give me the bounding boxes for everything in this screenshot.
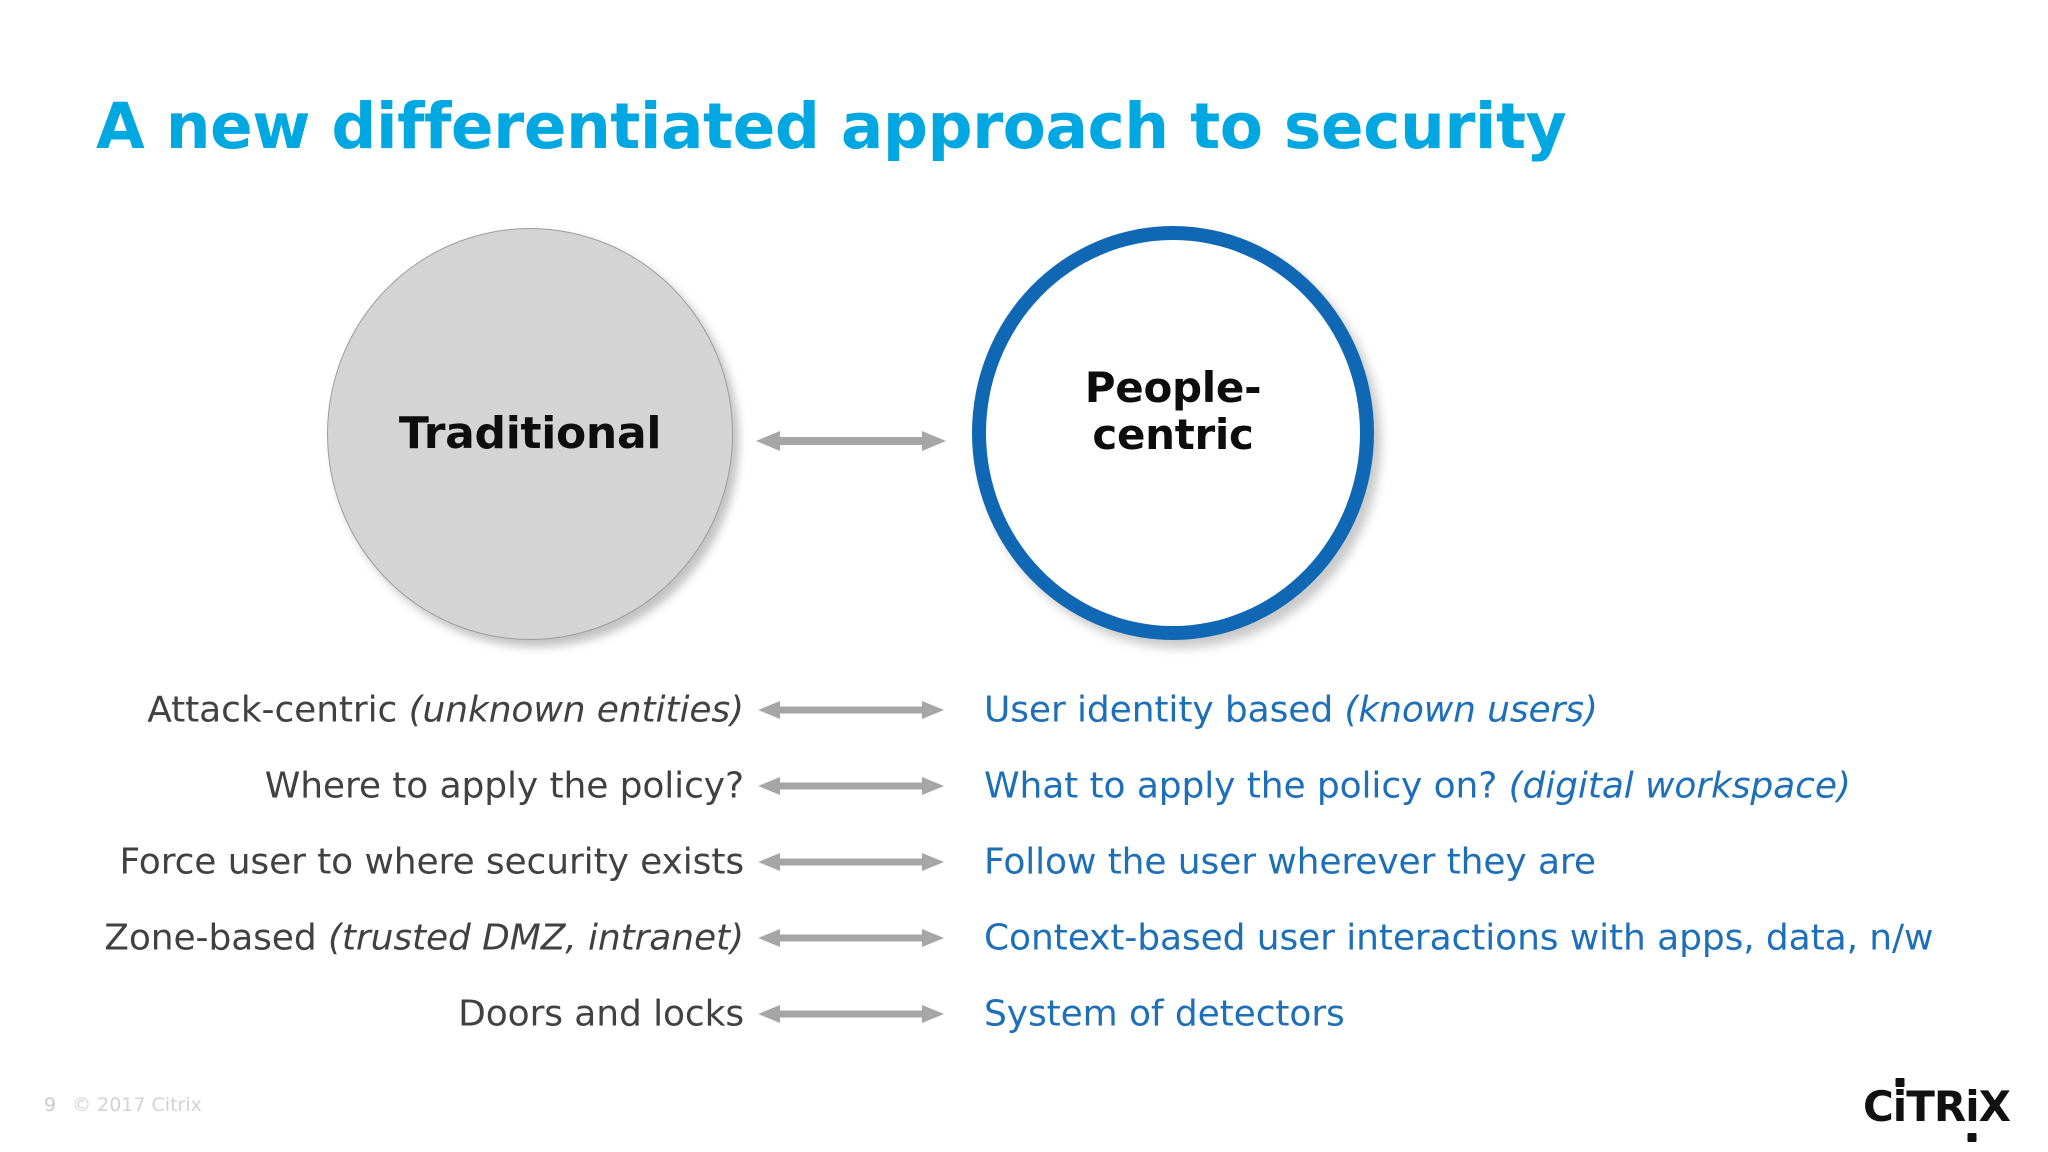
logo-letters-tr: TR — [1906, 1082, 1966, 1131]
row-left-plain: Where to apply the policy? — [264, 765, 744, 807]
double-headed-arrow-icon — [758, 700, 944, 720]
comparison-row-left: Attack-centric (unknown entities) — [147, 690, 744, 731]
people-centric-label-line2: centric — [1092, 410, 1254, 459]
comparison-list: Attack-centric (unknown entities) User i… — [0, 672, 2048, 1052]
page-number: 9 — [44, 1094, 57, 1116]
double-headed-arrow-icon — [758, 776, 944, 796]
comparison-row-right: What to apply the policy on? (digital wo… — [984, 766, 1851, 807]
row-right-italic: (digital workspace) — [1508, 765, 1851, 807]
logo-letter-c: C — [1862, 1082, 1894, 1131]
people-centric-circle-label: People- centric — [1084, 362, 1262, 459]
row-right-plain: Follow the user wherever they are — [984, 841, 1596, 883]
logo-letter-i-dot-down: i — [1965, 1082, 1979, 1131]
row-left-plain: Attack-centric — [147, 689, 409, 731]
comparison-row-right: Follow the user wherever they are — [984, 842, 1596, 883]
people-centric-circle: People- centric — [972, 226, 1374, 640]
page-title: A new differentiated approach to securit… — [96, 90, 1567, 163]
row-right-italic: (known users) — [1344, 689, 1598, 731]
row-left-italic: (unknown entities) — [408, 689, 745, 731]
logo-letter-i-dot-up: i — [1892, 1082, 1907, 1131]
comparison-row-right: System of detectors — [984, 994, 1345, 1035]
concept-diagram: Traditional People- centric — [327, 226, 1374, 640]
row-left-plain: Doors and locks — [458, 993, 744, 1035]
row-left-plain: Zone-based — [104, 917, 328, 959]
double-headed-arrow-icon — [758, 1004, 944, 1024]
traditional-circle: Traditional — [327, 228, 733, 640]
comparison-row-right: User identity based (known users) — [984, 690, 1598, 731]
row-left-italic: (trusted DMZ, intranet) — [327, 917, 744, 959]
row-left-plain: Force user to where security exists — [119, 841, 744, 883]
comparison-row-left: Doors and locks — [458, 994, 744, 1035]
traditional-circle-label: Traditional — [398, 408, 662, 460]
comparison-row: Force user to where security exists Foll… — [0, 824, 2048, 900]
comparison-row-right: Context-based user interactions with app… — [984, 918, 1933, 959]
comparison-row: Doors and locks System of detectors — [0, 976, 2048, 1052]
comparison-row: Zone-based (trusted DMZ, intranet) Conte… — [0, 900, 2048, 976]
row-right-plain: Context-based user interactions with app… — [984, 917, 1934, 959]
double-headed-arrow-icon — [758, 928, 944, 948]
slide-footer: 9 © 2017 Citrix — [44, 1094, 202, 1116]
comparison-row: Where to apply the policy? What to apply… — [0, 748, 2048, 824]
people-centric-label-line1: People- — [1084, 362, 1262, 412]
double-headed-arrow-icon — [758, 852, 944, 872]
comparison-row: Attack-centric (unknown entities) User i… — [0, 672, 2048, 748]
comparison-row-left: Where to apply the policy? — [265, 766, 744, 807]
row-right-plain: User identity based — [984, 689, 1345, 731]
row-right-plain: What to apply the policy on? — [984, 765, 1509, 807]
double-headed-arrow-icon — [756, 430, 946, 452]
comparison-row-left: Zone-based (trusted DMZ, intranet) — [104, 918, 744, 959]
copyright-text: © 2017 Citrix — [72, 1094, 202, 1116]
citrix-logo: CiTRiX — [1863, 1086, 2011, 1128]
row-right-plain: System of detectors — [984, 993, 1345, 1035]
logo-letter-x: X — [1978, 1082, 2011, 1131]
comparison-row-left: Force user to where security exists — [119, 842, 744, 883]
